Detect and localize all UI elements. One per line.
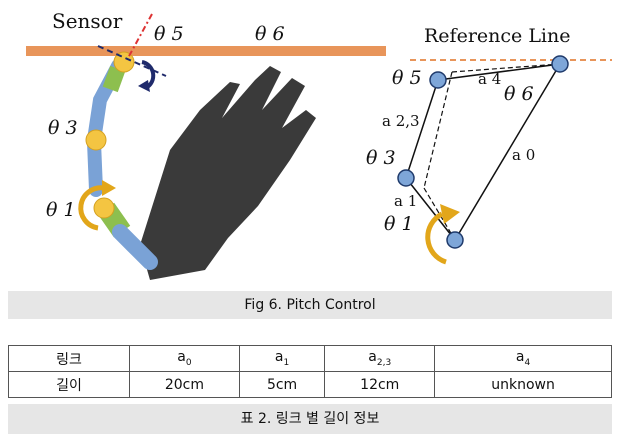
node-theta1 <box>446 231 464 249</box>
theta3-label-left: θ 3 <box>48 117 78 139</box>
rotation-arrow-right <box>425 211 447 265</box>
theta3-label-right: θ 3 <box>366 147 396 169</box>
pitch-control-figure: Sensor θ 5 θ 6 θ 3 θ 1 Reference Line <box>26 9 612 280</box>
left-illustration: Sensor θ 5 θ 6 θ 3 θ 1 <box>26 9 386 280</box>
joint-theta1 <box>93 197 115 219</box>
header-cell-a0: a0 <box>129 345 240 372</box>
value-cell-a23: 12cm <box>324 371 436 398</box>
header-a23-sub: 2,3 <box>376 357 392 368</box>
base-segment <box>112 224 158 270</box>
theta1-label-left: θ 1 <box>46 199 76 221</box>
header-a1-sub: 1 <box>283 357 290 368</box>
header-label-cell: 링크 <box>8 345 130 372</box>
header-a4-sub: 4 <box>524 357 531 368</box>
ghost-link-lower <box>423 187 456 241</box>
rotation-arrow-theta1 <box>78 185 105 231</box>
table-header-row: 링크 a0 a1 a2,3 a4 <box>8 345 612 372</box>
header-cell-a1: a1 <box>238 345 326 372</box>
header-a0-base: a <box>177 349 186 366</box>
rotation-arrowhead-theta1 <box>102 180 116 196</box>
header-a4-base: a <box>515 349 525 366</box>
header-a1-base: a <box>274 349 284 366</box>
a23-label: a 2,3 <box>382 112 420 130</box>
node-theta6 <box>551 55 569 73</box>
header-cell-a4: a4 <box>434 345 612 372</box>
right-diagram: Reference Line θ 5 θ 3 θ 1 θ 6 a 2,3 a 4… <box>366 25 612 265</box>
theta6-label-right: θ 6 <box>504 83 534 105</box>
sensor-label: Sensor <box>52 9 123 33</box>
link-a1 <box>405 177 456 241</box>
a4-label: a 4 <box>478 70 501 88</box>
ghost-link-top <box>451 63 561 73</box>
node-theta3 <box>397 169 415 187</box>
table-caption: 표 2. 링크 별 길이 정보 <box>8 404 612 434</box>
theta1-label-right: θ 1 <box>384 213 414 235</box>
link-a4 <box>437 63 561 81</box>
rotation-arrowhead-right <box>440 204 460 224</box>
table-data-row: 길이 20cm 5cm 12cm unknown <box>8 371 612 398</box>
figure-caption: Fig 6. Pitch Control <box>8 291 612 319</box>
ghost-link-upper <box>423 71 453 189</box>
rotation-arrowhead-theta5 <box>138 80 150 92</box>
node-theta5 <box>429 71 447 89</box>
header-a0-sub: 0 <box>185 357 192 368</box>
value-cell-a4: unknown <box>434 371 612 398</box>
value-cell-a1: 5cm <box>238 371 326 398</box>
link-length-table: 링크 a0 a1 a2,3 a4 길이 20cm 5cm 12cm unknow… <box>8 345 612 398</box>
reference-line-label: Reference Line <box>424 25 571 47</box>
header-a23-base: a <box>368 349 377 366</box>
a0-label: a 0 <box>512 146 535 164</box>
link-a0 <box>454 63 561 241</box>
link-a23 <box>405 79 439 179</box>
header-cell-a23: a2,3 <box>324 345 436 372</box>
theta5-label-left: θ 5 <box>154 23 184 45</box>
theta5-label-right: θ 5 <box>392 67 422 89</box>
green-link-top <box>102 65 126 93</box>
a1-label: a 1 <box>394 192 417 210</box>
value-cell-a0: 20cm <box>129 371 240 398</box>
blue-axis-line <box>97 45 167 77</box>
joint-theta5 <box>113 51 135 73</box>
glove-shape <box>140 66 316 280</box>
row-label-cell: 길이 <box>8 371 130 398</box>
joint-theta3 <box>85 129 107 151</box>
theta6-label-left: θ 6 <box>255 23 285 45</box>
sensor-bar <box>26 46 386 56</box>
